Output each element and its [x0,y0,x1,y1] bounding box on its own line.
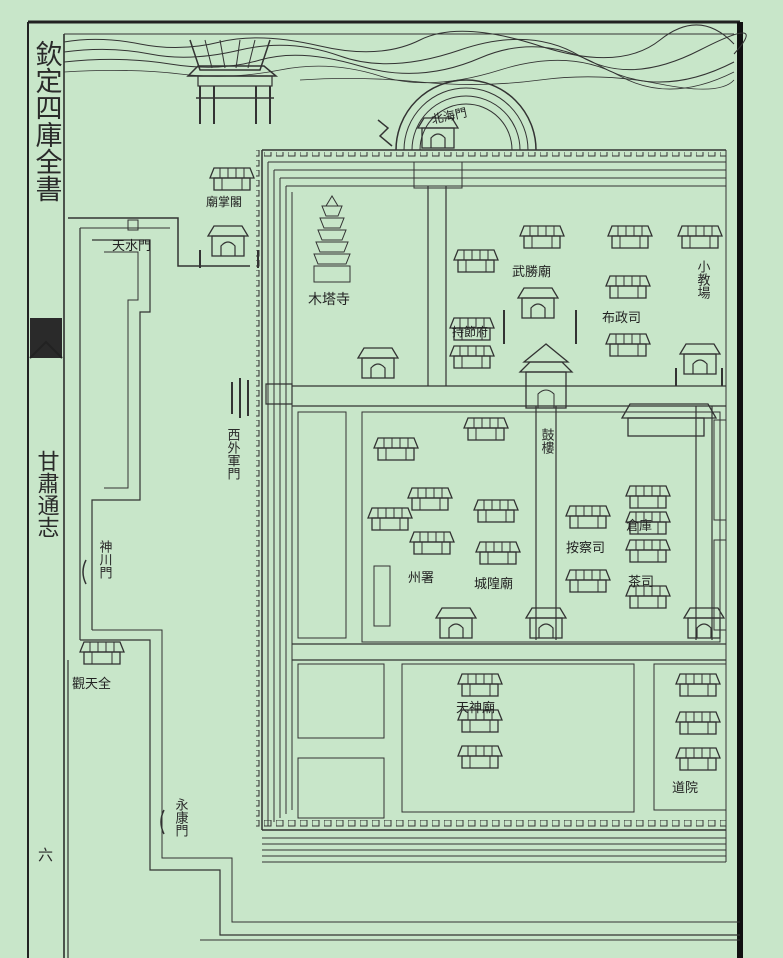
outer-enclosure [67,217,740,958]
buildings-south [457,673,721,771]
temple-left-buildings [199,167,259,268]
river [63,24,747,90]
north-gate-barbican [377,79,537,151]
margin-page: 六 [38,846,53,864]
buildings-central [367,403,725,639]
margin-title: 欽定四庫全書 [31,40,63,202]
yongkang-gate [160,809,165,835]
inner-blocks [265,161,727,819]
label-guantian: 觀天全 [72,676,111,692]
label-xiwai-gate: 西外軍門 [225,428,241,481]
gulou-tower [518,343,574,409]
label-gulou: 鼓樓 [539,428,555,454]
margin-book: 甘肅通志 [34,450,60,538]
label-shenchuan-gate: 神川門 [97,540,113,580]
guantian-building [79,641,125,665]
label-wu-temple: 武勝廟 [512,264,551,280]
label-zhou-shu: 州署 [408,571,434,586]
page-frame [27,20,743,958]
shenchuan-gate [82,559,87,585]
label-tianshen: 天神廟 [456,700,495,716]
label-jiesheng: 持節府 [452,324,488,339]
label-cha-si: 茶司 [628,574,654,590]
label-daoyuan: 道院 [672,781,698,796]
tianshui-gate [127,219,139,231]
label-anjia-si: 按察司 [566,541,605,556]
mu-pagoda [313,195,351,283]
label-xiao-jiaochang: 小教場 [695,260,711,299]
bridge-pavilion [186,39,279,124]
label-temple-left: 廟掌閣 [206,194,242,209]
label-north-gate: 北海門 [430,105,468,127]
label-mu-pagoda: 木塔寺 [308,292,350,308]
label-cangku: 倉庫 [626,519,652,534]
city-wall [256,149,727,863]
label-buzheng-si: 布政司 [602,311,641,326]
label-yongkang-gate: 永康門 [173,798,189,838]
xiwai-gate [231,378,249,418]
buildings-north-east [357,225,723,386]
label-tianshui-gate: 天水門 [112,239,151,254]
label-cheng-temple: 城隍廟 [474,576,513,592]
